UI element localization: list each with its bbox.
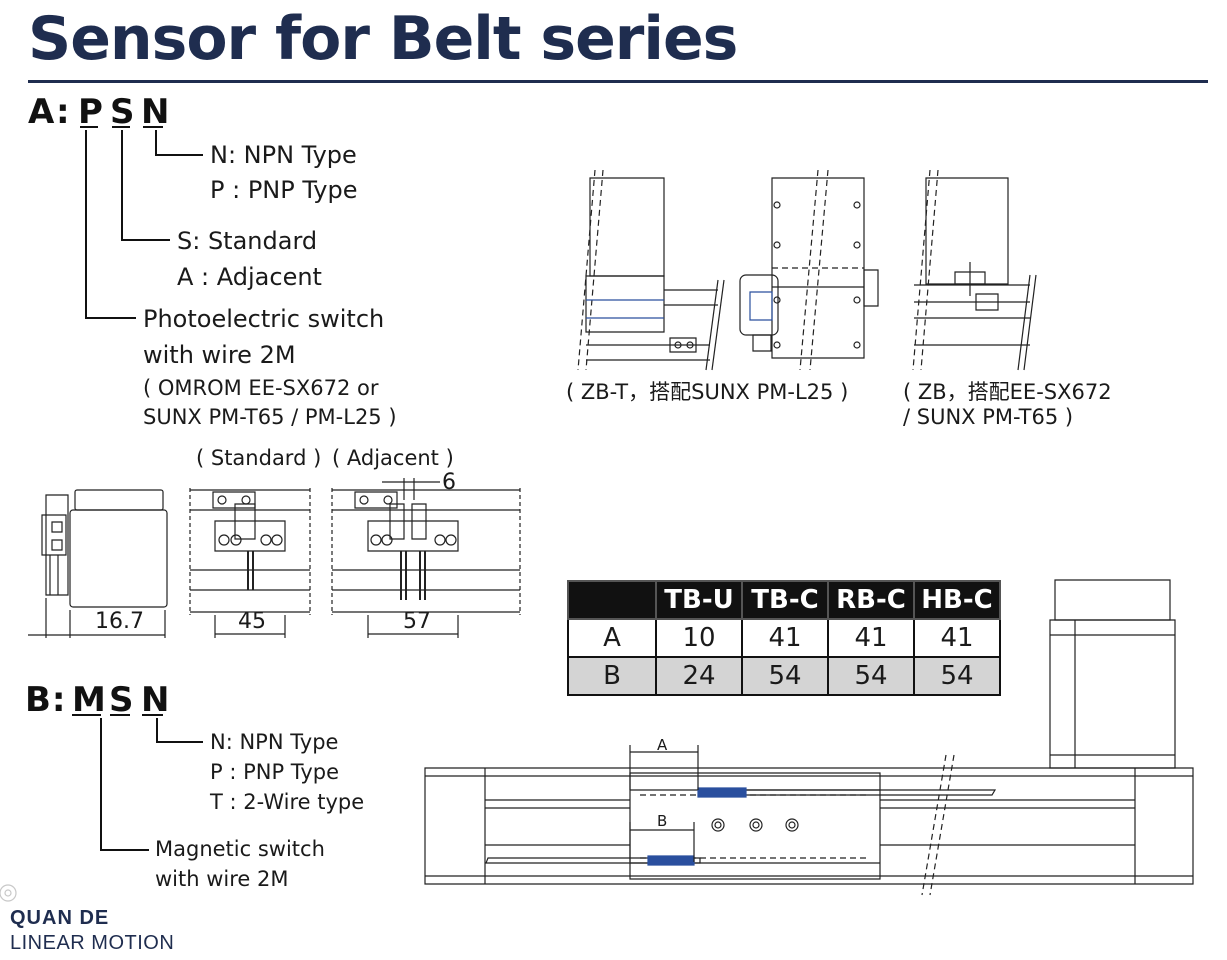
spec-row-label: A [567,618,657,658]
standard-view-label: ( Standard ) [196,446,322,470]
code-a-letter-n: N [141,92,171,132]
a-npn-label: N: NPN Type [210,141,357,169]
spec-cell: 54 [741,656,829,696]
title-underline [28,80,1208,83]
spec-row-b: B 24 54 54 54 [567,656,1001,696]
zb-profile-drawing [913,170,1036,370]
a-standard-label: S: Standard [177,227,318,255]
motor-drawing [1050,580,1175,768]
zb-caption-1: ( ZB，搭配EE-SX672 [903,380,1112,404]
standard-mount-drawing [190,488,310,638]
logo-icon [0,885,16,901]
spec-row-a: A 10 41 41 41 [567,618,1001,658]
code-a-prefix: A: [28,92,71,132]
zbt-caption: ( ZB-T，搭配SUNX PM-L25 ) [566,380,849,404]
spec-cell: 10 [655,618,743,658]
spec-header-rbc: RB-C [827,580,915,620]
zb-caption-2: / SUNX PM-T65 ) [903,405,1074,429]
a-model-label-1: ( OMROM EE-SX672 or [143,376,379,400]
b-npn-label: N: NPN Type [210,730,339,754]
b-2wire-label: T : 2-Wire type [210,790,365,814]
actuator-dim-a: A [657,736,668,754]
code-a-leaders [80,127,203,318]
a-wire-label: with wire 2M [143,341,296,369]
dim-standard-width: 45 [238,609,266,634]
code-b-letter-s: S [109,680,135,720]
a-pnp-label: P : PNP Type [210,176,358,204]
code-b-letter-n: N [141,680,171,720]
spec-cell: 41 [827,618,915,658]
logo-line-1: QUAN DE [10,907,110,929]
adjacent-view-label: ( Adjacent ) [332,446,454,470]
a-photoelectric-label: Photoelectric switch [143,305,385,333]
side-view-drawing [28,490,167,638]
adjacent-mount-drawing [332,478,520,638]
code-a-letter-p: P [78,92,104,132]
b-wire-label: with wire 2M [155,867,289,891]
code-b-prefix: B: [25,680,67,720]
spec-row-label: B [567,656,657,696]
spec-header-tbu: TB-U [655,580,743,620]
spec-cell: 54 [913,656,1001,696]
spec-cell: 24 [655,656,743,696]
b-pnp-label: P : PNP Type [210,760,340,784]
dim-side-width: 16.7 [95,609,144,634]
spec-cell: 41 [913,618,1001,658]
logo-line-2: LINEAR MOTION [10,932,175,954]
spec-cell: 54 [827,656,915,696]
code-b-letter-m: M [72,680,107,720]
a-adjacent-label: A : Adjacent [177,263,322,291]
spec-header-empty [567,580,657,620]
b-magnetic-label: Magnetic switch [155,837,325,861]
zbt-profile-drawing [578,170,724,370]
a-model-label-2: SUNX PM-T65 / PM-L25 ) [143,405,397,429]
spec-cell: 41 [741,618,829,658]
dim-adjacent-gap: 6 [442,470,456,495]
spec-header-tbc: TB-C [741,580,829,620]
code-b-leaders [72,715,203,850]
dim-adjacent-width: 57 [403,609,431,634]
zbt-end-drawing [740,170,878,370]
spec-table: TB-U TB-C RB-C HB-C A 10 41 41 41 B 24 5… [567,580,1001,696]
spec-header-hbc: HB-C [913,580,1001,620]
actuator-dim-b: B [657,812,668,830]
page-title: Sensor for Belt series [28,4,738,74]
code-a-letter-s: S [110,92,136,132]
actuator-drawing [425,745,1193,895]
